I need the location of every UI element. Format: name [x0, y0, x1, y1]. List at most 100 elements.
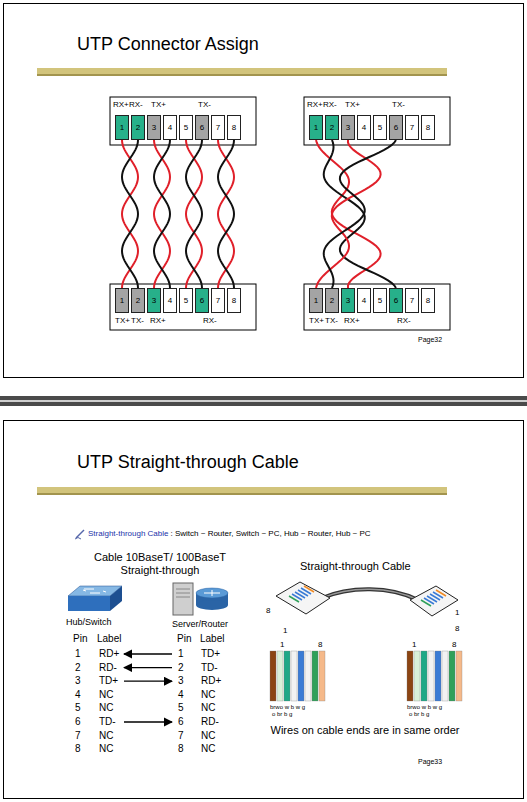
- pin-number: 1: [120, 296, 124, 305]
- label: 6: [178, 716, 184, 728]
- plug-wires: [289, 596, 299, 602]
- slide-title: UTP Connector Assign: [77, 34, 259, 55]
- wire-stripe: [319, 651, 325, 701]
- pin-box: 6: [389, 115, 403, 140]
- pin-box: 4: [357, 115, 371, 140]
- pin-number: 8: [232, 296, 236, 305]
- switch-icon: [68, 596, 110, 611]
- pin-box: 6: [389, 288, 403, 313]
- label: 8: [455, 624, 459, 633]
- label: RD+: [99, 648, 119, 660]
- plug-wires: [292, 588, 311, 600]
- label: TX-: [198, 100, 211, 109]
- signal-arrow: [124, 653, 172, 654]
- switch-arrows: [83, 589, 106, 593]
- twisted-wire: [186, 140, 202, 288]
- label: Page33: [418, 758, 442, 766]
- label: RX-: [129, 100, 143, 109]
- label: 7: [178, 730, 184, 742]
- label: 3: [178, 675, 184, 687]
- pin-number: 4: [362, 123, 366, 132]
- label: TX+: [345, 100, 360, 109]
- pin-box: 5: [179, 115, 193, 140]
- pin-box: 4: [357, 288, 371, 313]
- wire-stripe: [421, 651, 427, 701]
- pin-box: 1: [115, 288, 129, 313]
- pin-box: 7: [405, 288, 419, 313]
- label: 8: [318, 640, 322, 649]
- pin-box: 6: [195, 288, 209, 313]
- label: o br b g: [272, 711, 292, 718]
- label: TD+: [201, 648, 220, 660]
- plug-wires: [424, 592, 443, 604]
- pin-number: 2: [136, 296, 140, 305]
- label: RD-: [201, 716, 219, 728]
- twisted-wire: [316, 140, 381, 288]
- label: 3: [75, 675, 81, 687]
- label: RX-: [397, 316, 411, 325]
- pin-number: 7: [216, 296, 220, 305]
- slide-frame: [4, 421, 524, 799]
- pin-number: 1: [314, 123, 318, 132]
- signal-arrow: [124, 681, 172, 682]
- pin-box: 4: [163, 288, 177, 313]
- label: TX-: [325, 316, 338, 325]
- pin-box: 5: [179, 288, 193, 313]
- label: NC: [201, 743, 215, 755]
- label: TX+: [151, 100, 166, 109]
- label: 5: [178, 702, 184, 714]
- pin-box: 1: [309, 115, 323, 140]
- label: Straight-through Cable: [300, 560, 411, 573]
- label: Pin: [73, 633, 87, 645]
- wire-colors: [270, 651, 462, 701]
- connector-housing: [110, 97, 256, 145]
- pin-box: 2: [325, 115, 339, 140]
- label: Label: [97, 633, 121, 645]
- wire-stripe: [407, 651, 413, 701]
- wire-stripe: [270, 651, 276, 701]
- pin-box: 8: [227, 115, 241, 140]
- label: Wires on cable ends are in same order: [265, 724, 465, 737]
- label: 2: [178, 662, 184, 674]
- label: UTP Straight-through Cable: [77, 452, 299, 473]
- label: 1: [75, 648, 81, 660]
- connector-housing: [304, 284, 450, 330]
- label: brwo w b w g: [407, 704, 442, 711]
- title-bar-shadow: [37, 493, 447, 495]
- label: NC: [201, 689, 215, 701]
- pin-number: 4: [168, 296, 172, 305]
- pin-box: 6: [195, 115, 209, 140]
- bullet-pencil: [75, 538, 81, 540]
- pin-box: 5: [373, 288, 387, 313]
- pin-box: 3: [341, 115, 355, 140]
- label: NC: [201, 730, 215, 742]
- label: 4: [178, 689, 184, 701]
- label: TX+: [115, 316, 130, 325]
- pin-box: 8: [227, 288, 241, 313]
- wire-stripe: [312, 651, 318, 701]
- plug-wires: [304, 586, 314, 592]
- pin-number: 7: [216, 123, 220, 132]
- pin-box: 4: [163, 115, 177, 140]
- twisted-wire: [186, 140, 202, 288]
- slide-frame: [4, 4, 524, 378]
- label: 1: [178, 648, 184, 660]
- title-bar-shadow: [37, 74, 447, 76]
- pin-number: 8: [426, 123, 430, 132]
- label: 1: [455, 608, 459, 617]
- plug-wires: [436, 590, 446, 596]
- pin-box: 7: [405, 115, 419, 140]
- pin-number: 4: [362, 296, 366, 305]
- pin-number: 7: [410, 296, 414, 305]
- pin-box: 7: [211, 115, 225, 140]
- label: 1: [280, 640, 284, 649]
- twisted-wire: [324, 140, 396, 288]
- rj45-plug: [276, 582, 330, 614]
- label: TX-: [392, 100, 405, 109]
- twisted-wire: [316, 140, 381, 288]
- label: 1: [412, 640, 416, 649]
- pin-box: 3: [341, 288, 355, 313]
- pin-number: 6: [394, 123, 398, 132]
- twisted-wire: [122, 140, 138, 288]
